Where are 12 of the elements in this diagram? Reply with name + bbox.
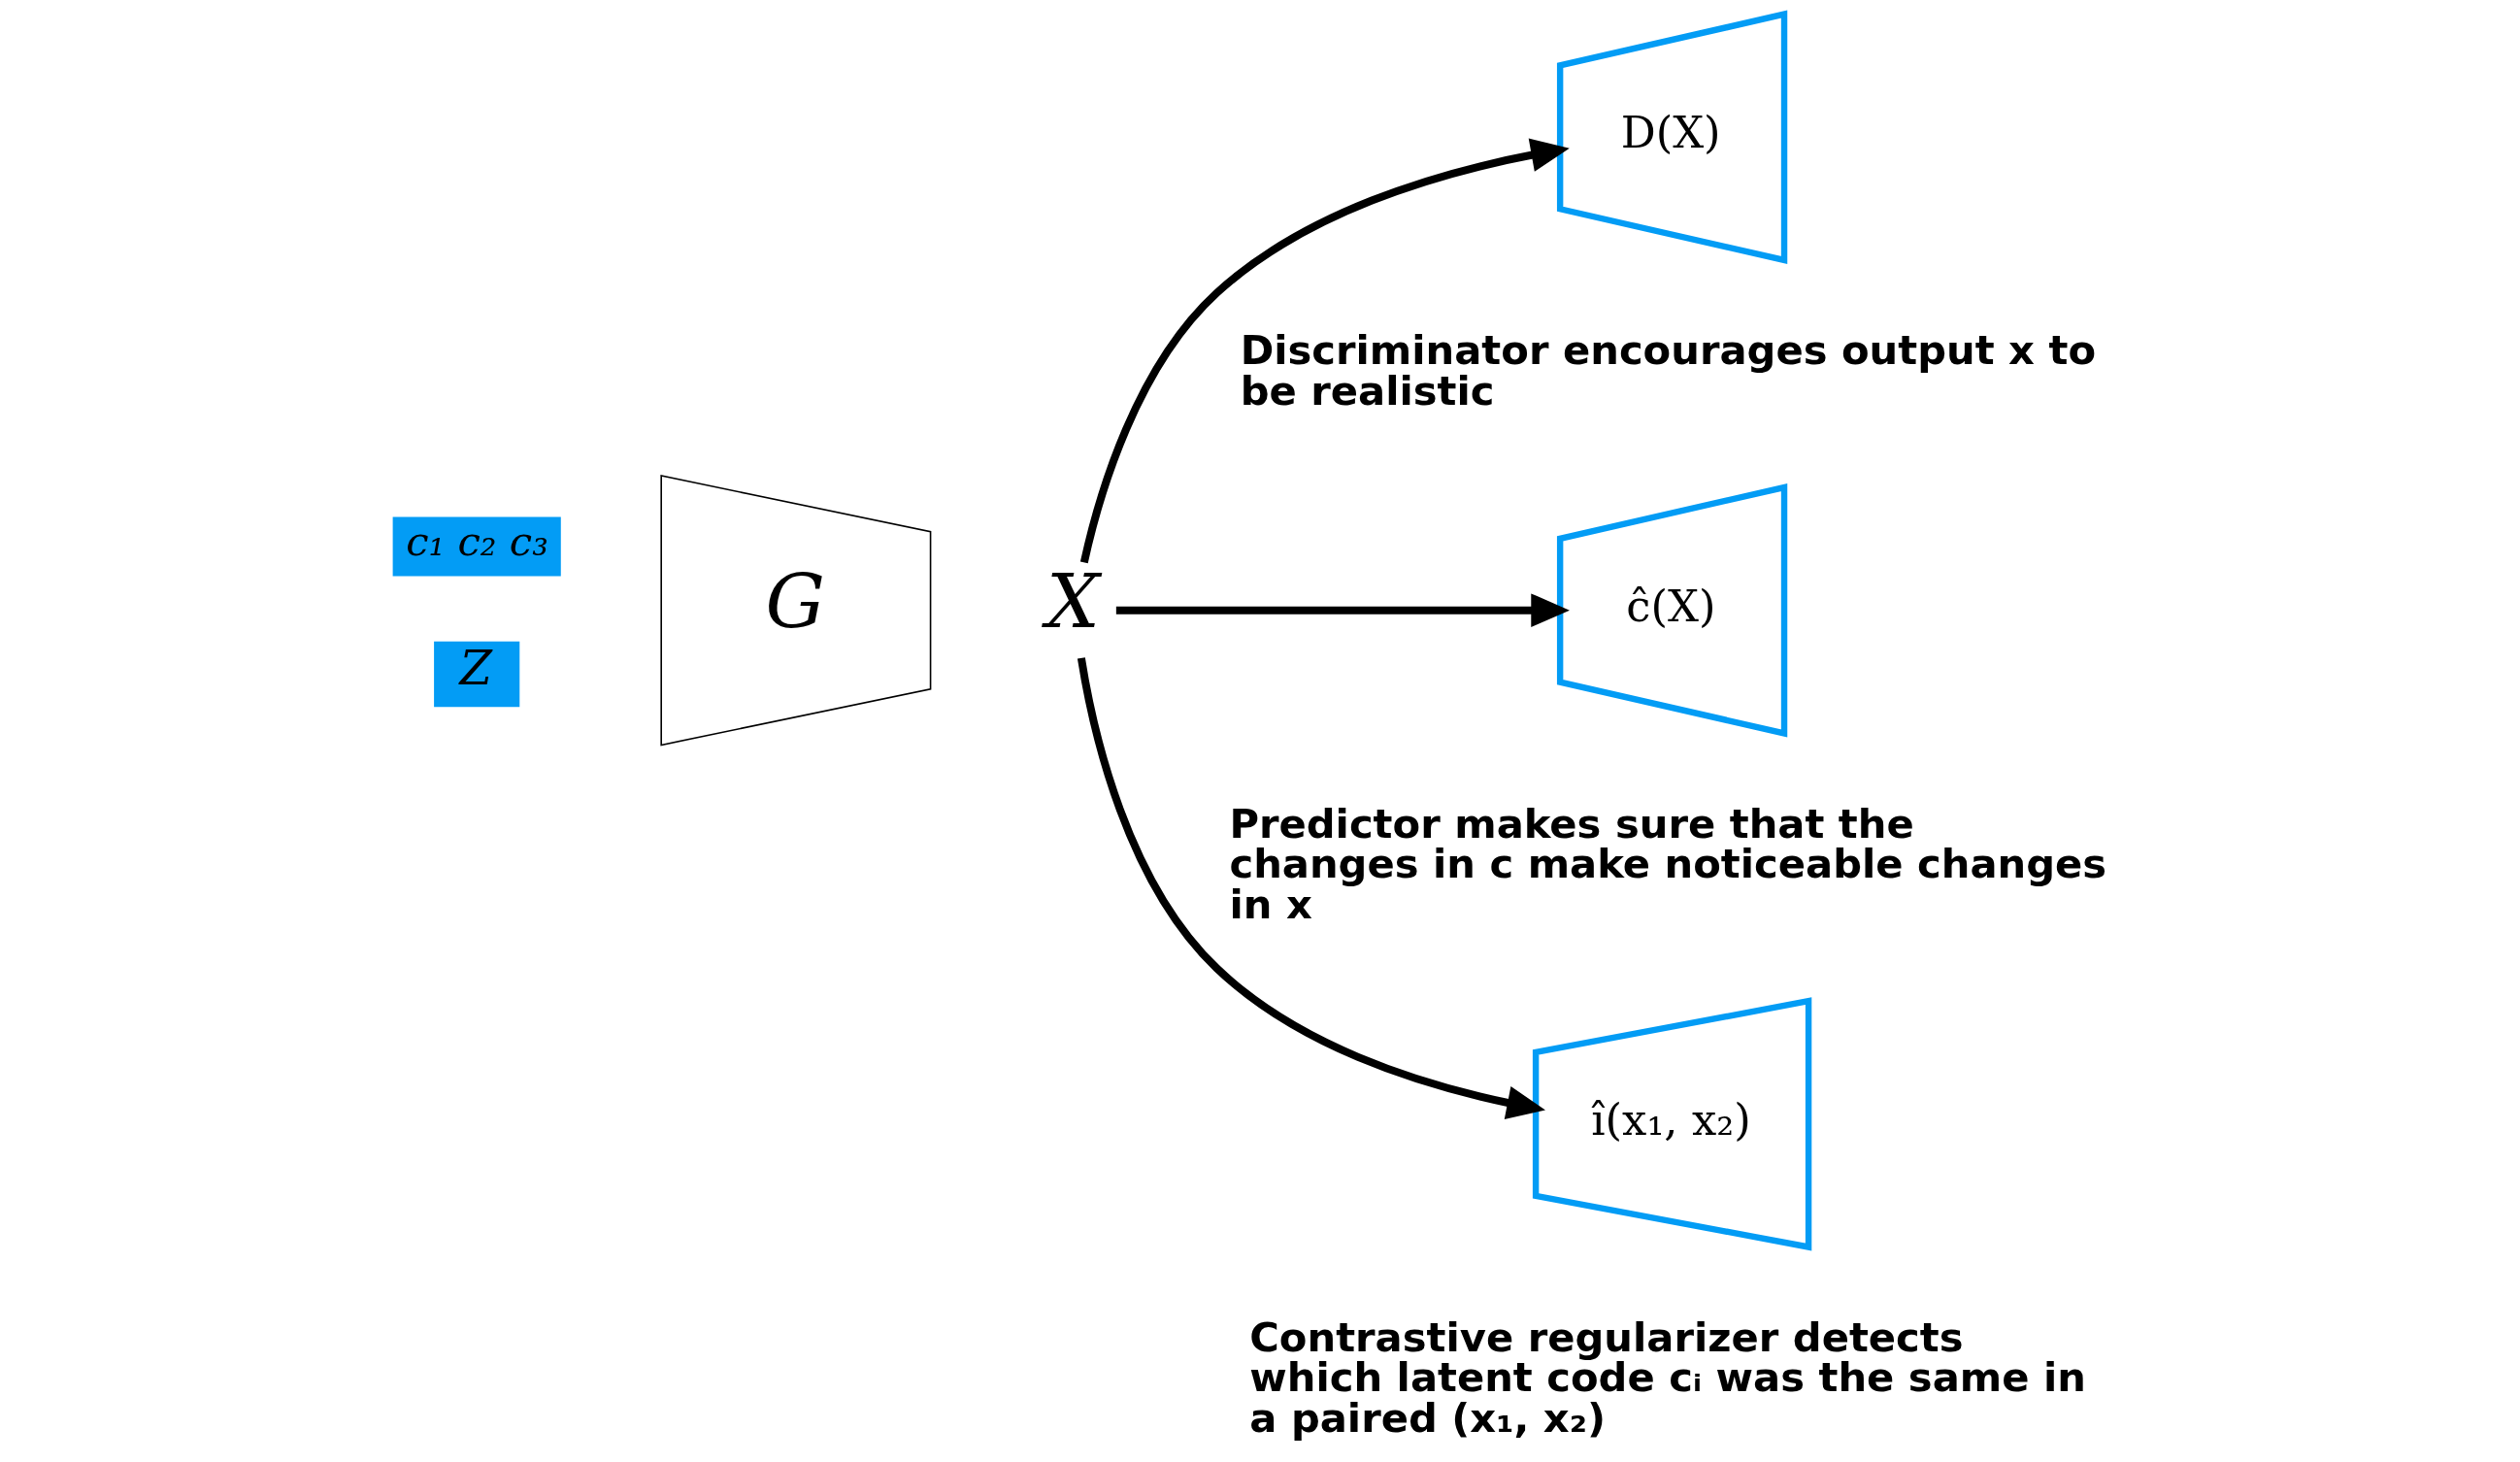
node-label: Contrastive regularizer detects which latent code cᵢ was the same in a paired (x₁, x₂) bbox=[1248, 1312, 2086, 1443]
node-label: Discriminator encourages output x to be realistic bbox=[1240, 326, 2096, 415]
node-box: î(x₁, x₂) bbox=[1532, 997, 1811, 1251]
node-label: Predictor makes sure that the changes in c make noticeable changes in x bbox=[1228, 799, 2106, 928]
node-box: G bbox=[659, 475, 931, 747]
node-box: Z bbox=[433, 641, 519, 708]
node-box: D(X) bbox=[1556, 10, 1787, 264]
node-box: ĉ(X) bbox=[1556, 483, 1787, 738]
arrow bbox=[1079, 138, 1570, 564]
node-box: c₁ c₂ c₃ bbox=[392, 516, 561, 577]
arrow bbox=[1115, 593, 1570, 628]
arrow bbox=[1077, 657, 1545, 1119]
